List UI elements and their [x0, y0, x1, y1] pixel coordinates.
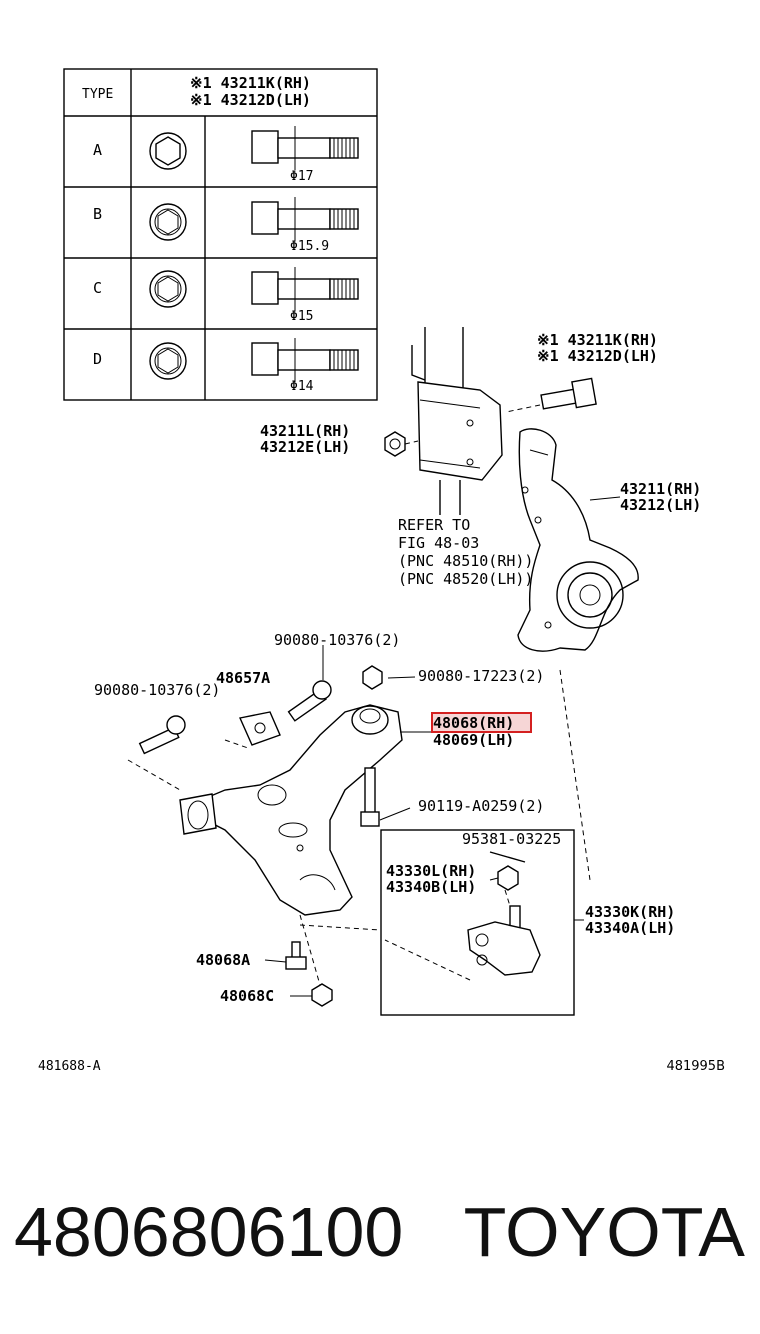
lower-arm-drawing	[179, 704, 403, 916]
nut-48068c-drawing	[311, 983, 333, 1007]
label-48068a: 48068A	[196, 951, 250, 969]
table-header-type: TYPE	[82, 87, 113, 102]
table-diameter-d: Φ14	[290, 379, 314, 394]
bolt-mid-drawing	[224, 680, 332, 749]
label-bolt-lh: ※1 43212D(LH)	[537, 347, 658, 365]
label-bolt-c: 90119-A0259(2)	[418, 797, 544, 815]
label-joint-lh: 43340A(LH)	[585, 919, 675, 937]
label-nut-c-lh: 43340B(LH)	[386, 878, 476, 896]
steering-knuckle-drawing	[517, 428, 639, 652]
highlight-box	[431, 712, 532, 733]
label-joint-rh: 43330K(RH)	[585, 903, 675, 921]
label-nut-lh: 43212E(LH)	[260, 438, 350, 456]
hex-nut-icon	[149, 132, 187, 170]
label-nut-b: 90080-17223(2)	[418, 667, 544, 685]
table-type-a: A	[93, 141, 102, 159]
label-knuckle-rh: 43211(RH)	[620, 480, 701, 498]
bolt-type-table: TYPE ※1 43211K(RH) ※1 43212D(LH) A Φ17 B	[63, 68, 378, 401]
label-arm-rh: 48068(RH)	[433, 714, 514, 732]
hex-nut-icon	[149, 342, 187, 380]
stud-bolt-icon	[251, 197, 359, 241]
hex-nut-icon	[149, 203, 187, 241]
label-refer-3: (PNC 48510(RH))	[398, 552, 533, 570]
part-number: 4806806100	[14, 1193, 403, 1271]
bolt-drawing	[505, 377, 597, 413]
stud-bolt-icon	[251, 338, 359, 382]
table-type-c: C	[93, 279, 102, 297]
label-48068c: 48068C	[220, 987, 274, 1005]
label-knuckle-lh: 43212(LH)	[620, 496, 701, 514]
stud-bolt-icon	[251, 267, 359, 311]
table-header-line2: ※1 43212D(LH)	[190, 91, 311, 109]
ball-joint-box	[380, 829, 575, 1016]
hex-nut-icon	[149, 270, 187, 308]
figure-code-left: 481688-A	[38, 1059, 101, 1074]
label-pin: 95381-03225	[462, 830, 561, 848]
stud-bolt-icon	[251, 126, 359, 170]
table-diameter-a: Φ17	[290, 169, 313, 184]
bolt-vertical-drawing	[360, 767, 411, 827]
figure-code-right: 481995B	[666, 1059, 725, 1074]
label-refer-2: FIG 48-03	[398, 534, 479, 552]
brand-name: TOYOTA	[464, 1193, 746, 1271]
bracket-48657a-drawing	[239, 711, 281, 746]
label-arm-lh: 48069(LH)	[433, 731, 514, 749]
nut-drawing	[384, 431, 419, 457]
label-bolt-a: 90080-10376(2)	[274, 631, 400, 649]
table-header-line1: ※1 43211K(RH)	[190, 74, 311, 92]
table-type-b: B	[93, 205, 102, 223]
strut-assembly-drawing	[411, 327, 503, 515]
label-nut-c-rh: 43330L(RH)	[386, 862, 476, 880]
table-diameter-c: Φ15	[290, 309, 313, 324]
label-bolt-b: 90080-10376(2)	[94, 681, 220, 699]
table-type-d: D	[93, 350, 102, 368]
bolt-48068a-drawing	[285, 941, 307, 970]
nut-upper-drawing	[362, 665, 383, 690]
label-refer-4: (PNC 48520(LH))	[398, 570, 533, 588]
label-nut-rh: 43211L(RH)	[260, 422, 350, 440]
label-bolt-rh: ※1 43211K(RH)	[537, 331, 658, 349]
bolt-left-drawing	[127, 715, 186, 791]
table-diameter-b: Φ15.9	[290, 239, 329, 254]
label-refer-1: REFER TO	[398, 516, 470, 534]
label-48657a: 48657A	[216, 669, 270, 687]
